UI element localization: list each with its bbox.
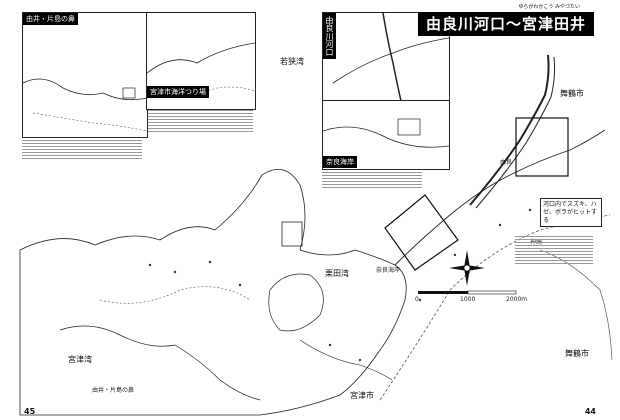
scale-end: 2000m xyxy=(506,296,528,303)
callout-note: 河口内でスズキ、ハゼ、ボラがヒットする xyxy=(540,198,602,228)
inset-tag-fishing-park: 宮津市海洋つり場 xyxy=(147,86,209,98)
inset-tai-katashima xyxy=(22,12,148,138)
label-kurita-bay: 栗田湾 xyxy=(325,269,349,278)
inset-nara-map xyxy=(323,118,449,148)
text-block-tai xyxy=(22,140,142,160)
label-wakasa-bay: 若狭湾 xyxy=(280,57,304,66)
inset-tag-nara: 奈良海岸 xyxy=(323,156,357,168)
page-number-left: 45 xyxy=(24,407,36,416)
text-block-nara xyxy=(322,172,422,188)
label-maizuru-city-south: 舞鶴市 xyxy=(565,349,589,358)
text-block-yura xyxy=(515,236,593,266)
label-yura: 由良 xyxy=(500,159,513,166)
inset-tag-tai: 由井・片島の鼻 xyxy=(23,13,78,25)
label-miyazu-city: 宮津市 xyxy=(350,391,374,400)
label-miyazu-bay: 宮津湾 xyxy=(68,355,92,364)
inset-tai-map xyxy=(23,78,147,132)
page-number-right: 44 xyxy=(584,407,596,416)
scale-zero: 0 xyxy=(415,296,419,303)
page-title: 由良川河口〜宮津田井 xyxy=(417,12,594,36)
inset-tag-yuragawa: 由良川河口 xyxy=(323,13,336,59)
inset-yuragawa-map xyxy=(332,13,449,101)
label-katashima: 由井・片島の鼻 xyxy=(92,387,135,394)
scale-mid: 1000 xyxy=(460,296,476,303)
title-furigana: ゆらがわかこう みやづたい xyxy=(518,4,580,10)
label-nara-kaigan: 奈良海岸 xyxy=(376,267,401,274)
label-maizuru-city: 舞鶴市 xyxy=(560,89,584,98)
text-block-fishing-park xyxy=(148,110,253,132)
